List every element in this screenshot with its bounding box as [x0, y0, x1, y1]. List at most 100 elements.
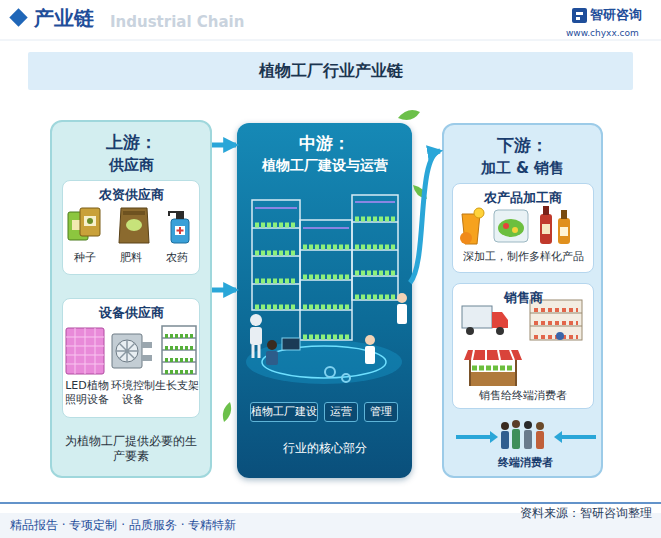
- brand-url: www.chyxx.com: [566, 28, 658, 39]
- consumer-arrows: [456, 431, 596, 443]
- consumer-group: 终端消费者: [470, 418, 580, 474]
- node-text: 农药: [157, 251, 197, 265]
- truck-icon: [466, 327, 474, 335]
- climate-control-icon: [112, 334, 142, 368]
- node-heading: 农资供应商: [63, 187, 199, 203]
- store-shelf-icon: [530, 313, 582, 326]
- footer-bar: [0, 502, 661, 504]
- store-shelf-icon: [556, 332, 564, 340]
- robot-figure: [250, 314, 262, 326]
- seed-icon: [72, 220, 84, 230]
- fertilizer-icon: [119, 208, 149, 243]
- consumer-figures: [501, 422, 509, 430]
- leaf-decor: [223, 110, 427, 422]
- bottle-icons: [543, 206, 549, 215]
- logo-mark: [572, 8, 587, 23]
- title-band: 植物工厂行业产业链: [28, 52, 633, 90]
- truck-icon: [496, 327, 504, 335]
- climate-control-icon: [116, 340, 138, 362]
- node-text: LED植物照明设备: [63, 379, 111, 407]
- activity-tag: 植物工厂建设: [250, 402, 318, 422]
- node-text: 植物工厂建设与运营: [237, 157, 412, 175]
- node-heading: 销售商: [453, 290, 593, 306]
- node-heading: 农产品加工商: [453, 190, 593, 206]
- truck-icon: [492, 312, 508, 328]
- consumer-figures: [501, 420, 544, 449]
- market-stall-icon: [472, 350, 514, 360]
- diagram-title: 植物工厂行业产业链: [28, 61, 633, 81]
- plant-factory-illustration: [252, 200, 300, 310]
- header-rule: [0, 40, 661, 41]
- plant-factory-illustration: [252, 222, 398, 310]
- node-text: 销售给终端消费者: [453, 389, 593, 403]
- header-diamond: [9, 8, 27, 26]
- led-light-icon: [66, 328, 104, 374]
- seed-icon: [68, 208, 100, 240]
- node-heading: 上游：: [52, 132, 210, 153]
- climate-control-icon: [142, 355, 152, 361]
- store-shelf-icon: [534, 310, 578, 337]
- header-label: 产业链: [34, 6, 114, 31]
- market-stall-icon: [470, 372, 516, 386]
- worker-figures: [282, 338, 300, 350]
- gear-icons: [342, 374, 350, 382]
- consumer-figures: [536, 422, 544, 430]
- plant-factory-illustration: [252, 195, 398, 340]
- bottle-icons: [540, 214, 552, 244]
- worker-figures: [365, 346, 375, 364]
- juice-icon: [460, 208, 484, 244]
- juice-icon: [462, 214, 480, 244]
- juice-icon: [460, 232, 472, 244]
- pesticide-icon: [169, 212, 176, 216]
- plant-factory-illustration: [255, 219, 395, 337]
- upstream-panel: 上游：供应商为植物工厂提供必要的生产要素农资供应商种子肥料农药设备供应商LED植…: [50, 120, 212, 478]
- node-text: 供应商: [52, 156, 210, 175]
- node-heading: 中游：: [237, 133, 412, 154]
- seed-icon: [68, 212, 88, 240]
- bottle-icons: [542, 224, 550, 234]
- consumer-arrows: [554, 431, 562, 443]
- pesticide-icon: [171, 219, 189, 243]
- salad-icon: [494, 210, 528, 242]
- market-stall-icon: [464, 350, 522, 386]
- node-text: 加工 & 销售: [444, 159, 601, 178]
- led-light-icon: [66, 328, 104, 374]
- node-heading: 下游：: [444, 135, 601, 156]
- brand-name: 智研咨询: [590, 7, 658, 23]
- robot-figure: [250, 327, 262, 345]
- activity-tag: 运营: [324, 402, 358, 422]
- node-heading: 运营: [325, 405, 357, 419]
- leaf-decor: [223, 402, 231, 422]
- plant-factory-illustration: [246, 340, 402, 384]
- worker-figures: [397, 304, 407, 324]
- bottle-icons: [540, 206, 570, 244]
- node-heading: 设备供应商: [63, 305, 199, 321]
- grow-rack-icon: [162, 326, 196, 374]
- logo-mark: [572, 8, 587, 23]
- grow-rack-icon: [165, 336, 193, 372]
- supplier-box: 农资供应商种子肥料农药: [62, 180, 200, 275]
- node-heading: 终端消费者: [470, 456, 580, 470]
- node-heading: 管理: [365, 405, 397, 419]
- consumer-figures: [512, 420, 520, 428]
- midstream-panel: 中游：植物工厂建设与运营行业的核心部分植物工厂建设运营管理: [237, 123, 412, 478]
- worker-figures: [365, 335, 375, 345]
- grow-rack-icon: [162, 338, 196, 362]
- supplier-box: 设备供应商LED植物照明设备环境控制设备生长支架: [62, 298, 200, 418]
- climate-control-icon: [112, 334, 152, 368]
- store-shelf-icon: [530, 300, 582, 340]
- seed-icon: [84, 216, 96, 226]
- plant-factory-illustration: [255, 202, 395, 228]
- consumer-figures: [536, 431, 544, 449]
- consumer-arrows: [456, 435, 490, 439]
- led-light-icon: [66, 328, 104, 374]
- watermark: Industrial Chain: [110, 13, 280, 32]
- plant-factory-illustration: [255, 219, 395, 337]
- pesticide-icon: [175, 226, 185, 235]
- header-diamond: [9, 8, 27, 26]
- activity-tag: 管理: [364, 402, 398, 422]
- seed-icon: [80, 208, 100, 236]
